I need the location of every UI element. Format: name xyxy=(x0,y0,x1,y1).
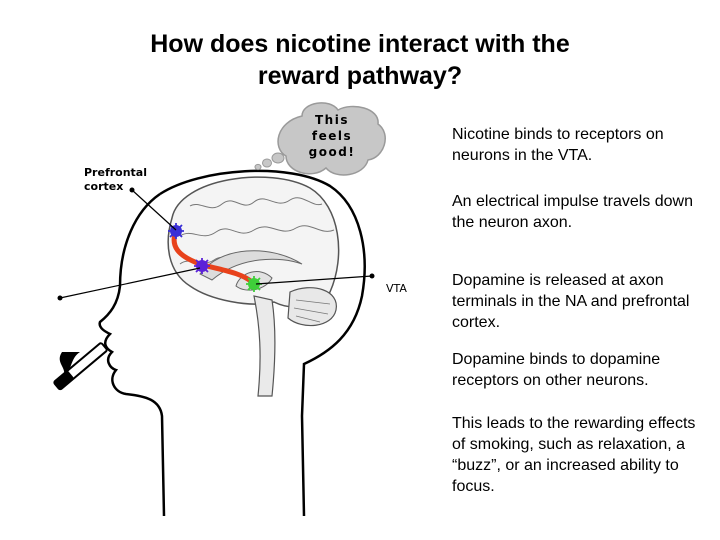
brain-icon xyxy=(167,176,340,397)
title-line-1: How does nicotine interact with the xyxy=(150,30,570,58)
step-2: An electrical impulse travels down the n… xyxy=(452,193,693,231)
title-line-2: reward pathway? xyxy=(257,62,463,90)
head-profile-icon xyxy=(159,169,366,516)
prefrontal-label-line-1: Prefrontal xyxy=(84,166,147,179)
brain-diagram: This feels good! Prefrontal cortex NA VT… xyxy=(40,96,420,516)
vta-label: VTA xyxy=(386,282,407,295)
page-title: How does nicotine interact with the rewa… xyxy=(60,28,660,92)
thought-text-3: good! xyxy=(309,145,356,159)
vta-receptor xyxy=(246,276,262,292)
vta-connector xyxy=(255,275,373,285)
step-1: Nicotine binds to receptors on neurons i… xyxy=(452,126,664,164)
thought-bubble-icon xyxy=(254,102,386,176)
prefrontal-connector xyxy=(131,189,177,231)
brain-diagram-svg: This feels good! Prefrontal cortex NA VT… xyxy=(53,102,407,516)
thought-text-2: feels xyxy=(312,129,352,143)
na-receptor xyxy=(194,258,210,274)
face-profile xyxy=(98,192,166,516)
step-3: Dopamine is released at axon terminals i… xyxy=(452,272,690,331)
prefrontal-label-line-2: cortex xyxy=(84,180,123,193)
thought-text-1: This xyxy=(315,113,349,127)
na-connector xyxy=(59,267,201,299)
step-5: This leads to the rewarding effects of s… xyxy=(452,415,696,495)
step-4: Dopamine binds to dopamine receptors on … xyxy=(452,351,661,389)
cigarette-icon xyxy=(53,342,108,391)
